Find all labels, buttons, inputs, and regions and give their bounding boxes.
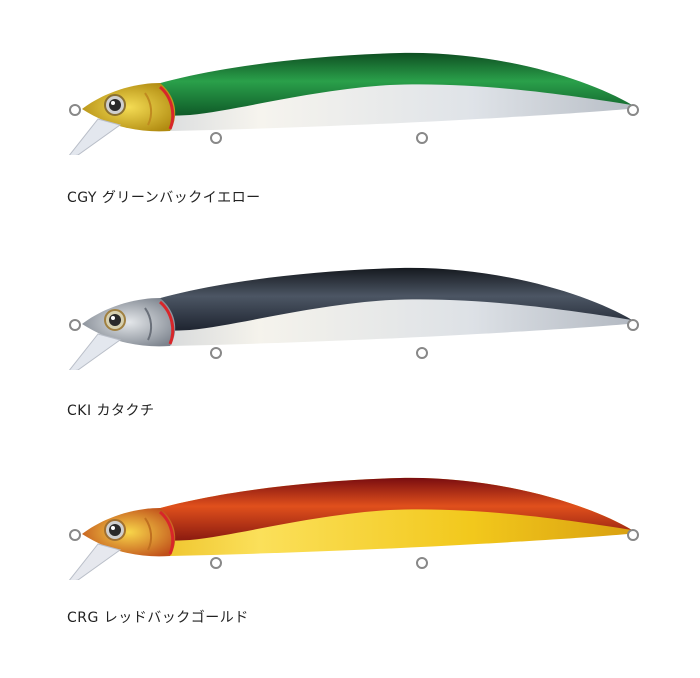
variant-label: CGY グリーンバックイエロー: [67, 190, 261, 206]
variant-label: CRG レッドバックゴールド: [67, 610, 249, 626]
lure-image-red-back-gold: [60, 460, 650, 580]
lure-image-green-back-yellow: [60, 35, 650, 155]
lure-image-katakuchi: [60, 250, 650, 370]
variant-label: CKI カタクチ: [67, 403, 155, 419]
